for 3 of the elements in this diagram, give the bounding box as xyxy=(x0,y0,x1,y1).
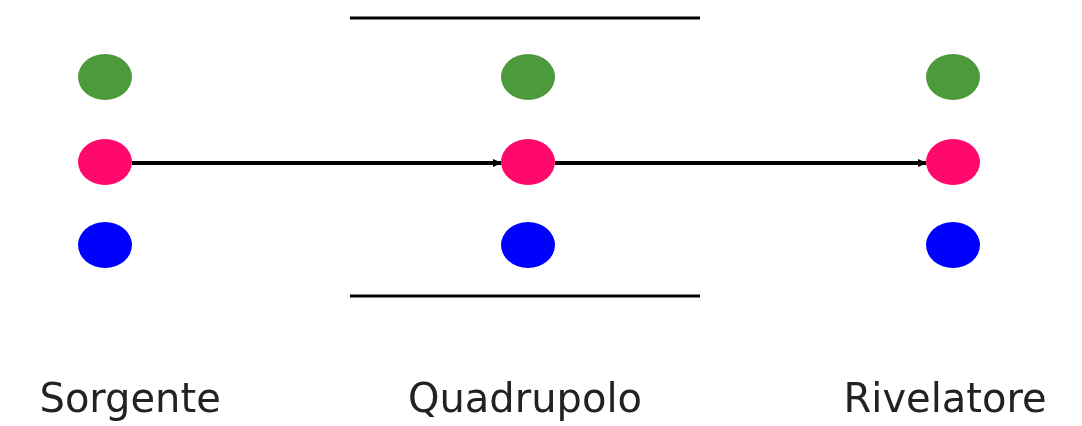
arrow xyxy=(555,159,927,167)
arrow xyxy=(132,159,502,167)
stage-label: Rivelatore xyxy=(843,378,1047,418)
